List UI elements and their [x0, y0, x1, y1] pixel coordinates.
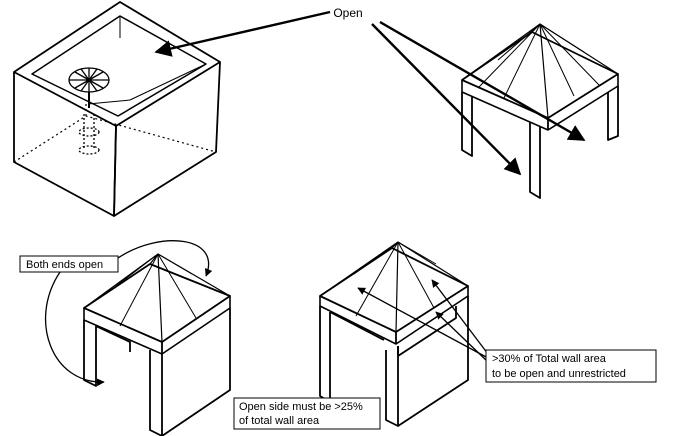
both-ends-callout: Both ends open: [19, 255, 119, 273]
umbrella-icon: [68, 67, 110, 155]
open-side-text-line1: Open side must be >25%: [239, 401, 363, 413]
open-side-callout: Open side must be >25% of total wall are…: [233, 397, 381, 430]
both-ends-arrows: [44, 240, 213, 387]
ends-open-canopy: [83, 253, 231, 436]
wall-area-text-line1: >30% of Total wall area: [492, 353, 607, 365]
open-side-text-line2: of total wall area: [239, 415, 320, 427]
open-top-enclosure: [13, 1, 221, 217]
open-label: Open: [333, 6, 362, 20]
open-arrows: [154, 10, 586, 176]
wall-area-callout: >30% of Total wall area to be open and u…: [485, 349, 657, 383]
wall-area-arrows: [357, 279, 489, 363]
wall-area-text-line2: to be open and unrestricted: [492, 368, 626, 380]
open-canopy-structure: [461, 23, 619, 199]
both-ends-open-label: Both ends open: [26, 259, 103, 271]
